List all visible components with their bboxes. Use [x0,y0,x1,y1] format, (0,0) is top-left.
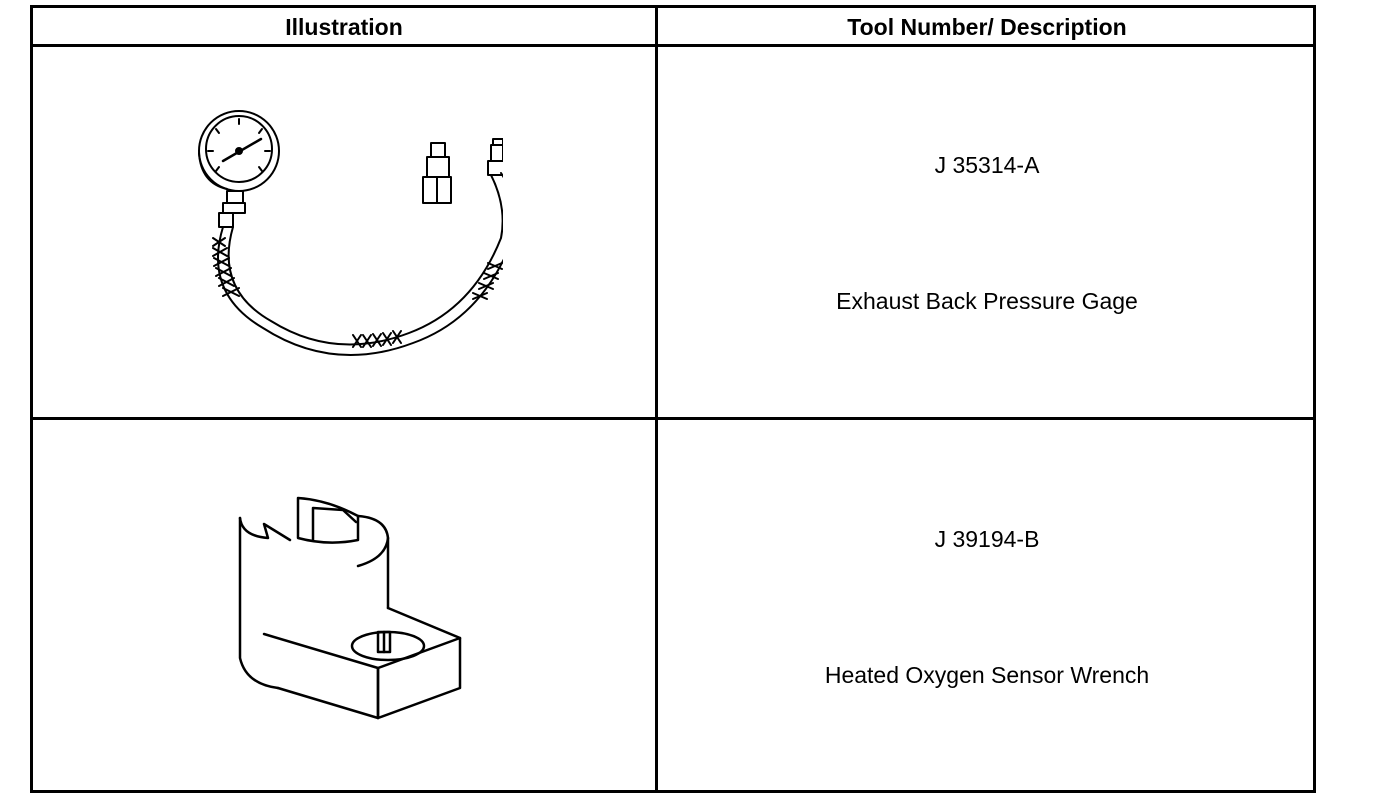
row-1-description: Exhaust Back Pressure Gage [836,288,1138,314]
row-2-tool-number: J 39194-B [934,526,1040,552]
oxygen-sensor-wrench-icon [238,496,462,720]
row-2-description: Heated Oxygen Sensor Wrench [824,662,1150,688]
pressure-gage-icon [198,110,503,356]
header-illustration: Illustration [285,14,403,40]
row-1-tool-number: J 35314-A [934,152,1040,178]
column-divider [655,8,658,790]
table-header-row: Illustration Tool Number/ Description [33,8,1313,47]
header-tool-number-description: Tool Number/ Description [847,14,1127,40]
tool-table: Illustration Tool Number/ Description J … [30,5,1316,793]
row-divider [33,417,1313,420]
